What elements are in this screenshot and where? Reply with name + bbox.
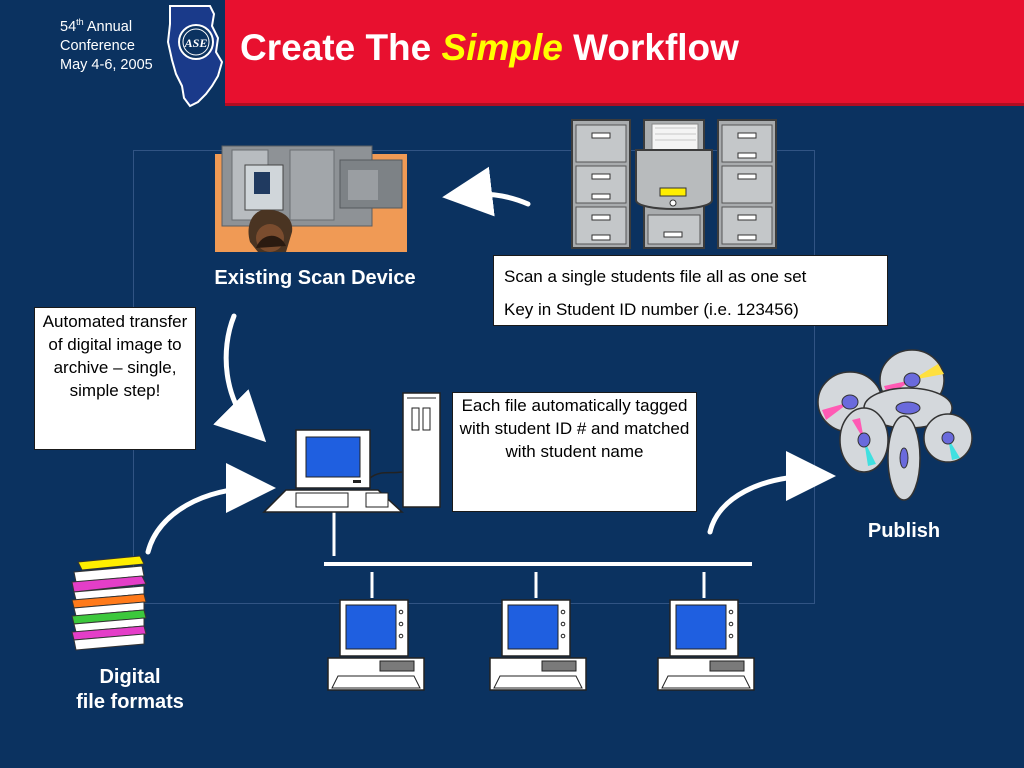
logo-lettering: ASE: [184, 36, 208, 50]
cd-stack-icon: [817, 349, 973, 501]
automated-transfer-box: Automated transfer of digital image to a…: [34, 307, 196, 450]
curved-arrow-icon: [442, 166, 531, 217]
page-title: Create The Simple Workflow: [240, 27, 739, 68]
network-lines: [324, 512, 752, 598]
publish-label: Publish: [867, 520, 941, 542]
computer-icon: [489, 599, 587, 691]
curved-arrow-icon: [213, 313, 267, 443]
computer-icon: [262, 392, 441, 513]
file-cabinet-icon: [571, 119, 777, 249]
scan-instruction-line: Key in Student ID number (i.e. 123456): [504, 300, 799, 319]
computer-icon: [657, 599, 755, 691]
curved-arrow-icon: [707, 451, 836, 535]
scan-instruction-line: Scan a single students file all as one s…: [504, 267, 807, 286]
logo-icon: ASE: [166, 5, 224, 108]
curved-arrow-icon: [145, 463, 276, 555]
scanner-icon: [215, 145, 407, 252]
digital-formats-label: Digital file formats: [76, 666, 184, 713]
scan-device-label: Existing Scan Device: [214, 267, 416, 289]
auto-tagging-box: Each file automatically tagged with stud…: [452, 392, 697, 512]
scan-instructions-box: Scan a single students file all as one s…: [493, 255, 888, 326]
conference-info: 54th Annual Conference May 4-6, 2005: [60, 17, 153, 73]
computer-icon: [327, 599, 425, 691]
document-stack-icon: [71, 555, 147, 651]
title-bar: [225, 0, 1024, 106]
